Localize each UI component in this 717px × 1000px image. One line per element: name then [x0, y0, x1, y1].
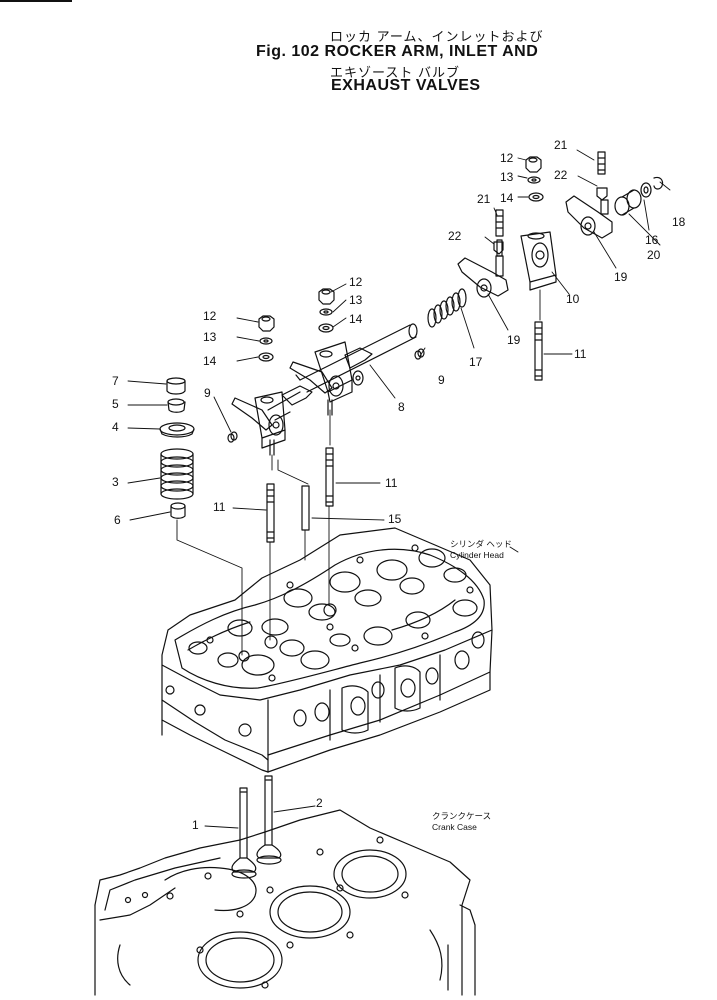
callout-11: 11 [574, 347, 587, 361]
exhaust-valve [257, 776, 281, 864]
figure-title-block: ロッカ アーム、インレットおよび Fig. 102 ROCKER ARM, IN… [0, 0, 717, 100]
nut-washer-set-left [259, 316, 274, 361]
callout-9: 9 [204, 386, 211, 400]
callout-5: 5 [112, 397, 119, 411]
studs-front [267, 448, 333, 640]
cylinder-head-caption: Cylinder Head [450, 550, 504, 560]
callout-2: 2 [316, 796, 323, 810]
callout-19: 19 [507, 333, 521, 347]
callout-11: 11 [213, 500, 226, 514]
callout-7: 7 [112, 374, 119, 388]
callout-1: 1 [192, 818, 199, 832]
adjust-screw-top [597, 152, 607, 200]
callout-6: 6 [114, 513, 121, 527]
crank-case [95, 810, 475, 995]
callout-14: 14 [500, 191, 514, 205]
callout-12: 12 [203, 309, 217, 323]
rocker-arm-middle [458, 240, 508, 297]
corner-rule [0, 0, 72, 2]
rocker-arm-top [566, 196, 612, 238]
nut-washer-set-right [319, 289, 334, 332]
crank-case-caption: Crank Case [432, 822, 477, 832]
callout-13: 13 [203, 330, 217, 344]
callout-10: 10 [566, 292, 580, 306]
callout-14: 14 [349, 312, 363, 326]
nut-washer-set-rear [526, 157, 543, 201]
rocker-shaft-assembly [228, 324, 424, 484]
callout-17: 17 [469, 355, 483, 369]
callout-19: 19 [614, 270, 628, 284]
callout-12: 12 [349, 275, 363, 289]
callout-8: 8 [398, 400, 405, 414]
callout-13: 13 [349, 293, 363, 307]
crank-case-caption-jp: クランクケース [432, 811, 492, 821]
adjust-screw-middle [494, 210, 503, 254]
callout-11: 11 [385, 476, 398, 490]
title-japanese-line-1: ロッカ アーム、インレットおよび [330, 29, 544, 44]
callout-18: 18 [672, 215, 686, 229]
callout-13: 13 [500, 170, 514, 184]
title-japanese-line-2: エキゾースト バルブ [330, 65, 460, 80]
callout-4: 4 [112, 420, 119, 434]
callout-12: 12 [500, 151, 514, 165]
valve-spring-stack [160, 378, 242, 655]
callout-21: 21 [477, 192, 491, 206]
figure-title: Fig. 102 ROCKER ARM, INLET AND [256, 43, 539, 60]
rocker-shaft-spring [428, 289, 466, 327]
stud-rear [535, 322, 542, 380]
callout-15: 15 [388, 512, 402, 526]
leader-lines [128, 150, 670, 828]
cylinder-head [162, 528, 492, 772]
callout-3: 3 [112, 475, 119, 489]
bushing-washer-clip [615, 177, 663, 215]
callout-20: 20 [647, 248, 661, 262]
callout-22: 22 [448, 229, 462, 243]
callout-14: 14 [203, 354, 217, 368]
figure-subtitle: EXHAUST VALVES [331, 77, 481, 94]
callout-16: 16 [645, 233, 659, 247]
rocker-bracket [521, 232, 556, 320]
inlet-valve [232, 788, 256, 878]
callout-21: 21 [554, 138, 568, 152]
callout-9: 9 [438, 373, 445, 387]
callout-22: 22 [554, 168, 568, 182]
cylinder-head-caption-jp: シリンダ ヘッド [450, 539, 512, 549]
